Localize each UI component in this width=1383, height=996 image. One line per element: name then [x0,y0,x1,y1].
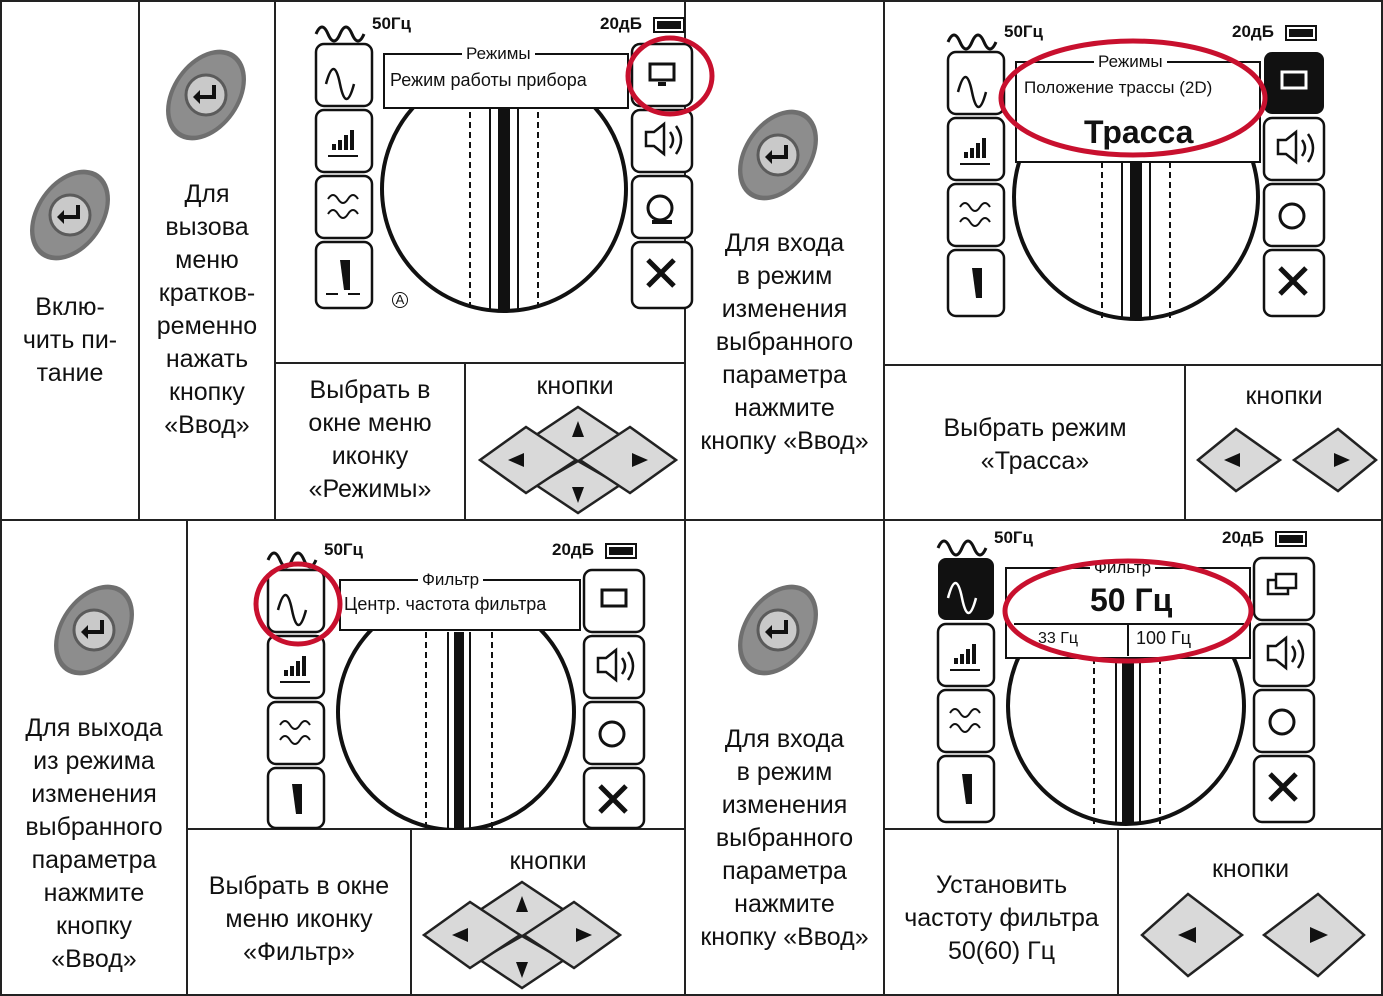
divider [275,362,685,364]
gain-readout: 20дБ [552,540,594,559]
scale-a-badge: A [392,292,408,308]
select-mode-icon-text: Выбрать в окне меню иконку «Режимы» [308,376,432,503]
menu-title: Режимы [1094,52,1167,72]
freq-readout: 50Гц [1004,22,1043,41]
divider [884,828,1382,830]
device-screen-modes: 50Гц 20дБ Режимы Режим работы прибора A [312,14,698,314]
power-on-text: Вклю- чить пи- тание [22,292,118,387]
table-border-left [0,0,2,996]
divider [883,0,885,996]
buttons-label: кнопки [1245,382,1323,410]
divider [1117,828,1119,996]
enter-button-icon [738,109,818,201]
enter-button-icon [30,169,110,261]
buttons-label: кнопки [536,372,614,400]
mode-value: Трасса [1084,114,1194,150]
freq-readout: 50Гц [994,528,1033,547]
menu-text: Центр. частота фильтра [344,594,547,614]
arrow-buttons-left-right-icon [1196,427,1378,493]
enter-button-icon [166,49,246,141]
filter-right-value: 100 Гц [1136,628,1192,648]
gain-readout: 20дБ [1232,22,1274,41]
divider [464,362,466,520]
gain-readout: 20дБ [600,14,642,33]
enter-button-icon [738,584,818,676]
divider [884,364,1382,366]
select-filter-icon-text: Выбрать в окне меню иконку «Фильтр» [208,871,390,966]
highlight-circle [625,35,715,117]
arrow-buttons-left-right-icon [1140,892,1366,978]
arrow-buttons-4way-icon [422,880,622,990]
divider [1184,364,1186,520]
buttons-label: кнопки [1211,855,1290,883]
enter-button-icon [54,584,134,676]
divider [138,0,140,520]
exit-change-text: Для выхода из режима изменения выбранног… [25,714,163,973]
table-border-top [0,0,1383,2]
divider [410,828,412,996]
highlight-circle [253,561,343,647]
enter-change-text: Для входа в режим изменения выбранного п… [700,229,869,455]
divider [186,520,188,996]
buttons-label: кнопки [509,847,587,875]
device-screen-filter: 50Гц 20дБ Фильтр Центр. частота фильтра [264,540,650,830]
highlight-circle [998,38,1268,158]
freq-readout: 50Гц [372,14,411,33]
divider [274,0,276,520]
select-trace-text: Выбрать режим «Трасса» [943,414,1127,475]
menu-text: Режим работы прибора [390,70,587,90]
filter-value: 50 Гц [1090,582,1173,618]
freq-readout: 50Гц [324,540,363,559]
table-row-divider [0,519,1383,521]
table-border-right [1381,0,1383,996]
set-freq-text: Установить частоту фильтра 50(60) Гц [904,870,1099,965]
filter-left-value: 33 Гц [1038,630,1079,647]
enter-change-text: Для входа в режим изменения выбранного п… [700,724,869,951]
menu-title: Режимы [462,44,535,64]
menu-text: Положение трассы (2D) [1024,78,1213,97]
gain-readout: 20дБ [1222,528,1264,547]
call-menu-text: Для вызова меню кратков- ременно нажать … [156,180,258,439]
device-screen-trace: 50Гц 20дБ Режимы Положение трассы (2D) Т… [944,22,1330,322]
arrow-buttons-4way-icon [478,405,678,515]
divider [684,0,686,996]
table-border-bottom [0,994,1383,996]
menu-title: Фильтр [418,570,484,590]
highlight-circle [1002,558,1254,664]
